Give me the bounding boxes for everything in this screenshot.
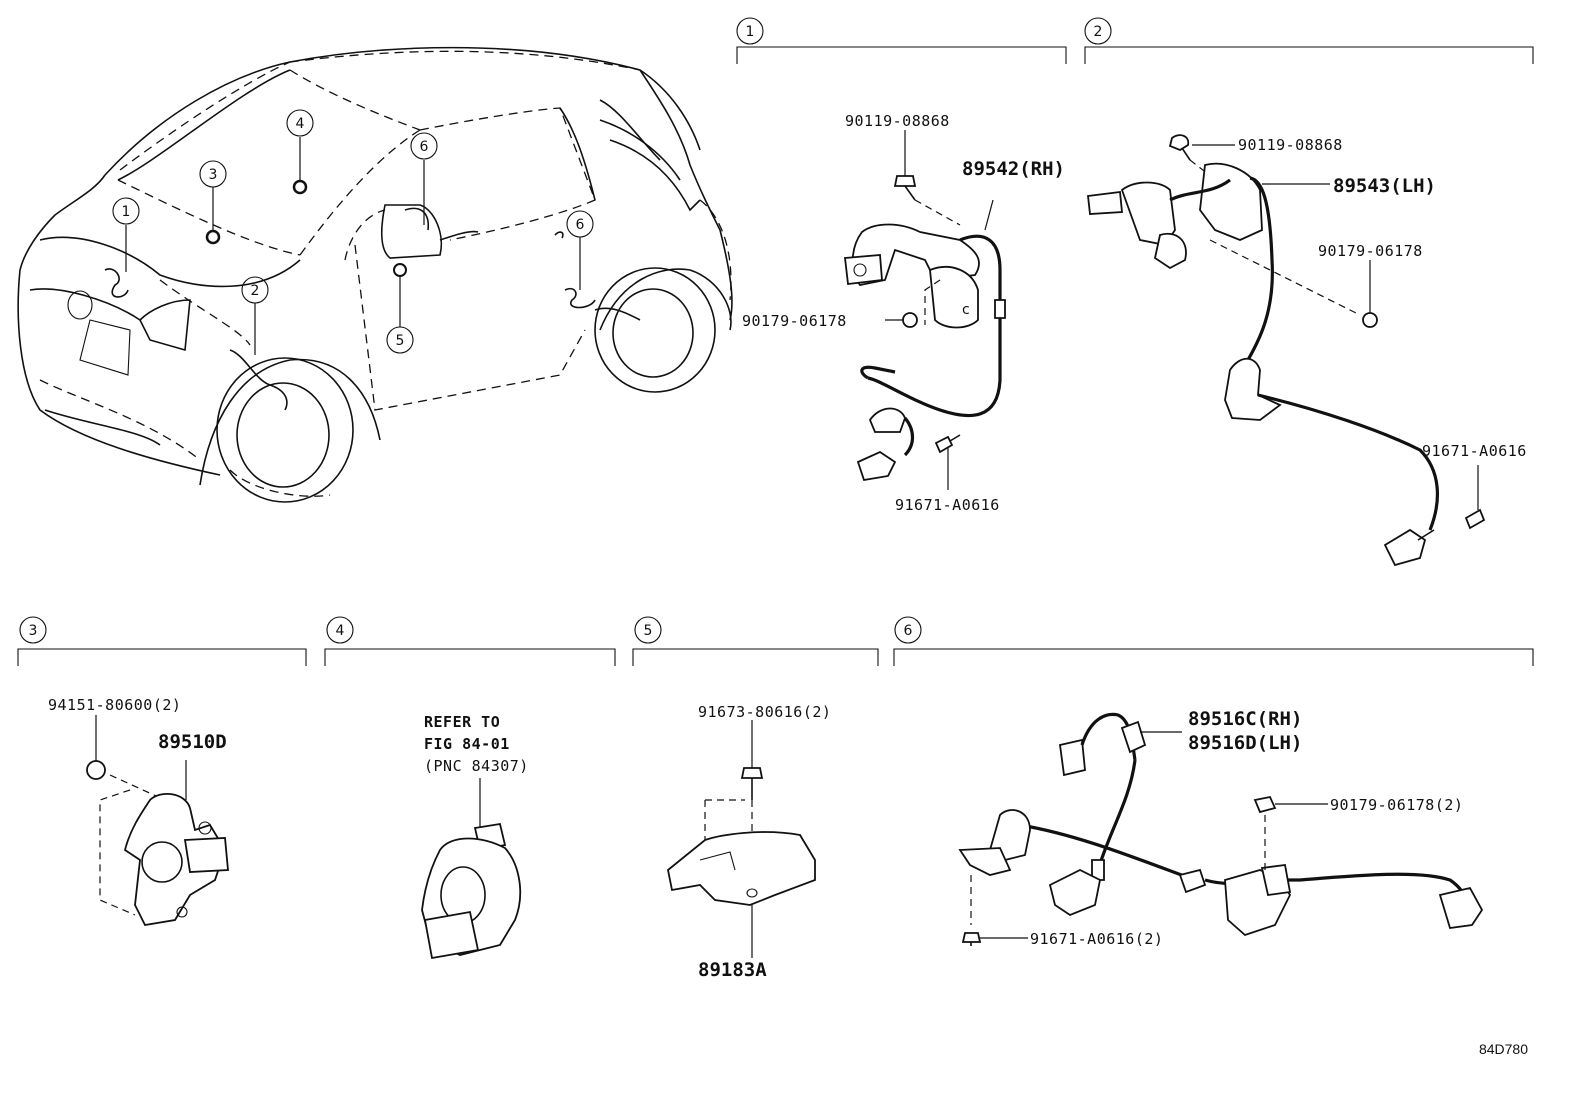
refer-line-3: (PNC 84307) — [424, 757, 529, 775]
section-2-header: 2 — [1084, 17, 1534, 64]
svg-text:2: 2 — [251, 283, 260, 299]
part-91671-a0616-s1: 91671-A0616 — [895, 496, 1000, 514]
car-callout-2: 2 — [241, 276, 269, 304]
part-90179-06178-s2: 90179-06178 — [1318, 242, 1423, 260]
svg-text:4: 4 — [336, 623, 345, 639]
section-1-drawing: c — [843, 130, 1006, 490]
svg-text:1: 1 — [746, 24, 755, 40]
part-89516c-rh: 89516C(RH) — [1188, 708, 1302, 730]
part-91671-a0616-s6: 91671-A0616(2) — [1030, 930, 1163, 948]
part-90179-06178-s6: 90179-06178(2) — [1330, 796, 1463, 814]
figure-code: 84D780 — [1479, 1041, 1528, 1057]
part-89510d: 89510D — [158, 731, 227, 753]
svg-text:3: 3 — [29, 623, 38, 639]
section-3-header: 3 — [17, 616, 307, 666]
svg-text:6: 6 — [904, 623, 913, 639]
section-1-header: 1 — [736, 17, 1067, 64]
part-90179-06178-s1: 90179-06178 — [742, 312, 847, 330]
part-91671-a0616-s2: 91671-A0616 — [1422, 442, 1527, 460]
svg-text:2: 2 — [1094, 24, 1103, 40]
svg-text:6: 6 — [576, 217, 585, 233]
part-89542-rh: 89542(RH) — [962, 158, 1065, 180]
part-89183a: 89183A — [698, 959, 767, 981]
vehicle-illustration — [17, 46, 733, 503]
svg-text:6: 6 — [420, 139, 429, 155]
part-90119-08868-s1: 90119-08868 — [845, 112, 950, 130]
section-4-header: 4 — [324, 616, 616, 666]
refer-line-2: FIG 84-01 — [424, 735, 510, 753]
section-5-drawing — [667, 720, 816, 958]
car-callout-6b: 6 — [566, 210, 594, 238]
refer-line-1: REFER TO — [424, 713, 500, 731]
svg-text:5: 5 — [396, 333, 405, 349]
part-90119-08868-s2: 90119-08868 — [1238, 136, 1343, 154]
svg-text:1: 1 — [122, 204, 131, 220]
part-89543-lh: 89543(LH) — [1333, 175, 1436, 197]
section-4-drawing — [421, 778, 522, 960]
part-89516d-lh: 89516D(LH) — [1188, 732, 1302, 754]
section-3-drawing — [86, 715, 229, 926]
car-callout-4: 4 — [286, 109, 314, 137]
car-callout-5: 5 — [386, 326, 414, 354]
svg-text:5: 5 — [644, 623, 653, 639]
car-callout-3: 3 — [199, 160, 227, 188]
section-6-drawing — [958, 712, 1484, 946]
section-5-header: 5 — [632, 616, 879, 666]
section-6-header: 6 — [893, 616, 1534, 666]
svg-text:4: 4 — [296, 116, 305, 132]
car-callout-6a: 6 — [410, 132, 438, 160]
section-2-drawing — [1087, 134, 1486, 567]
part-91673-80616: 91673-80616(2) — [698, 703, 831, 721]
part-94151-80600: 94151-80600(2) — [48, 696, 181, 714]
svg-text:c: c — [962, 302, 970, 318]
svg-text:3: 3 — [209, 167, 218, 183]
car-callout-1: 1 — [112, 197, 140, 225]
